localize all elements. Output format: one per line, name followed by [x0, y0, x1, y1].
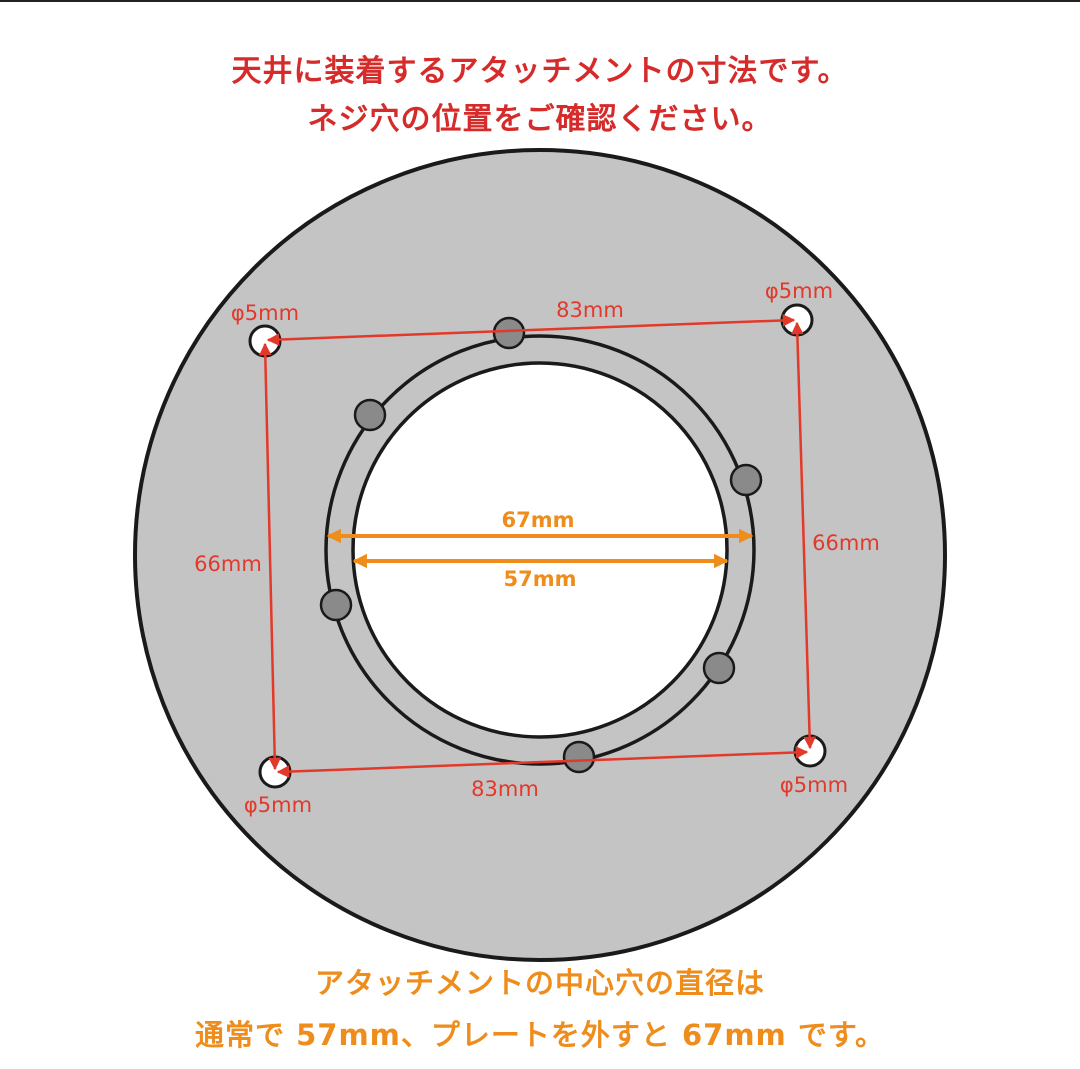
left-height-label: 66mm — [194, 552, 262, 576]
footer-line-2: 通常で 57mm、プレートを外すと 67mm です。 — [195, 1018, 885, 1052]
screw-spacing-dimensions — [259, 314, 816, 778]
header-line-2: ネジ穴の位置をご確認ください。 — [307, 102, 773, 137]
right-height-label: 66mm — [812, 531, 880, 555]
footer-line-1: アタッチメントの中心穴の直径は — [314, 966, 765, 1000]
left-height-dimension — [259, 342, 281, 771]
top-width-dimension — [266, 314, 796, 346]
plate-bolt — [702, 651, 736, 685]
hole-size-label-top-left: φ5mm — [231, 301, 299, 325]
top-border — [0, 0, 1080, 2]
hole-size-label-top-right: φ5mm — [765, 279, 833, 303]
plate-bolt — [353, 398, 387, 432]
center-hole — [351, 361, 729, 739]
plate-bolt — [729, 463, 763, 497]
bottom-width-dimension — [276, 746, 809, 778]
diameter-dimensions — [326, 528, 754, 569]
right-height-dimension — [791, 321, 816, 750]
bottom-width-label: 83mm — [471, 777, 539, 801]
top-width-label: 83mm — [556, 298, 624, 322]
hole-size-label-bottom-left: φ5mm — [244, 793, 312, 817]
inner-diameter-label: 57mm — [504, 567, 577, 591]
plate-bolt — [562, 740, 596, 774]
header-line-1: 天井に装着するアタッチメントの寸法です。 — [231, 54, 849, 89]
plate-bolt — [492, 316, 526, 350]
plate-bolt — [319, 588, 353, 622]
outer-diameter-label: 67mm — [502, 508, 575, 532]
hole-size-label-bottom-right: φ5mm — [780, 773, 848, 797]
